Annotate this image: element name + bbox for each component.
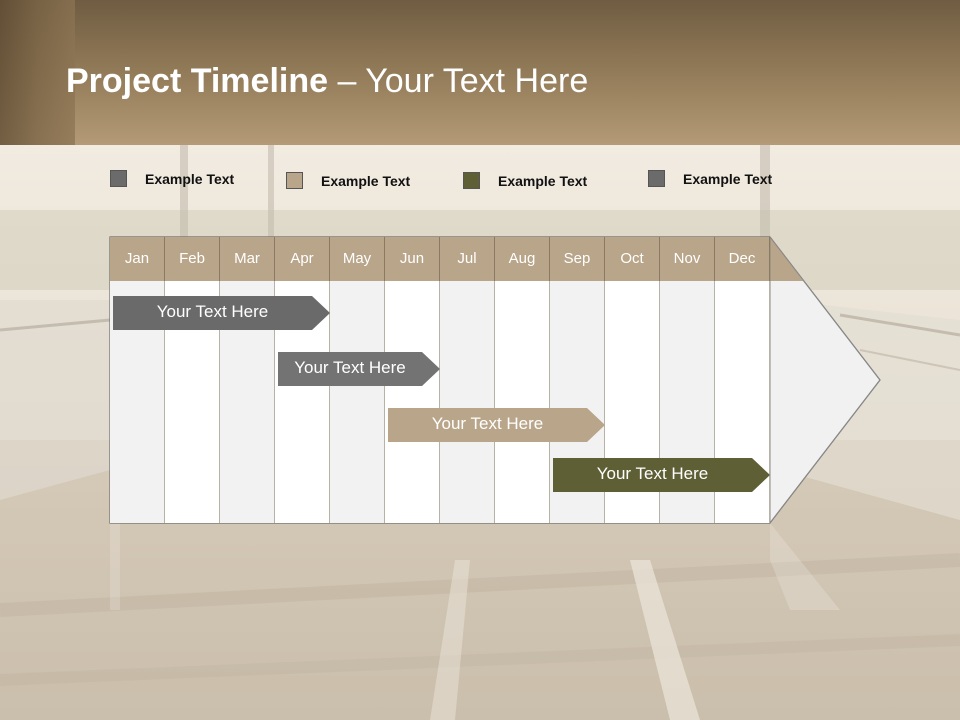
legend-item: Example Text [286,172,410,189]
month-header-mar: Mar [220,237,275,281]
slide-title-bold: Project Timeline [66,62,329,100]
month-header-sep: Sep [550,237,605,281]
task-bar: Your Text Here [388,408,605,442]
month-column [385,281,440,523]
month-header-apr: Apr [275,237,330,281]
slide-title-rest: – Your Text Here [328,62,589,100]
legend-item: Example Text [648,170,772,187]
legend-swatch [110,170,127,187]
legend-label: Example Text [498,172,588,189]
month-header-nov: Nov [660,237,715,281]
legend-swatch [463,172,480,189]
month-header-jun: Jun [385,237,440,281]
header-pillar-decoration [0,0,75,145]
month-header-jul: Jul [440,237,495,281]
timeline-arrow-head-outline [769,235,881,525]
legend-label: Example Text [145,170,235,187]
month-column [495,281,550,523]
month-header-oct: Oct [605,237,660,281]
legend: Example Text Example Text Example Text E… [0,170,960,196]
legend-swatch [286,172,303,189]
task-bar: Your Text Here [278,352,440,386]
legend-item: Example Text [110,170,234,187]
title-bar: Project Timeline – Your Text Here [0,0,960,145]
legend-label: Example Text [321,172,411,189]
month-header-aug: Aug [495,237,550,281]
task-bar: Your Text Here [113,296,330,330]
legend-label: Example Text [683,170,773,187]
month-column [440,281,495,523]
month-header-may: May [330,237,385,281]
month-header-feb: Feb [165,237,220,281]
legend-swatch [648,170,665,187]
task-bar: Your Text Here [553,458,770,492]
legend-item: Example Text [463,172,587,189]
month-header-dec: Dec [715,237,770,281]
month-column [330,281,385,523]
month-header-jan: Jan [110,237,165,281]
slide-title: Project Timeline – Your Text Here [66,60,588,102]
